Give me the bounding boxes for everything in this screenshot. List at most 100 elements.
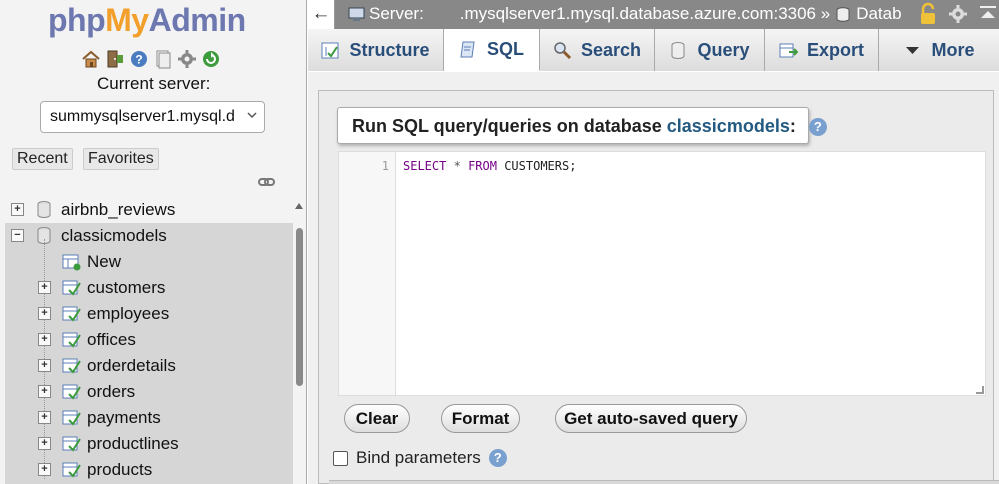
main-content: Run SQL query/queries on database classi…	[308, 72, 999, 484]
scroll-up-icon[interactable]	[295, 203, 303, 209]
settings-icon[interactable]	[176, 48, 197, 69]
phpmyadmin-logo[interactable]: phpMyAdmin	[48, 0, 246, 40]
expand-icon[interactable]: +	[38, 385, 51, 398]
export-icon	[779, 43, 798, 57]
sql-identifier: CUSTOMERS;	[504, 159, 577, 173]
exit-icon[interactable]	[104, 48, 125, 69]
breadcrumb-database-label[interactable]: Datab	[856, 4, 902, 23]
svg-text:?: ?	[135, 52, 142, 66]
tree-item-label: customers	[87, 278, 166, 297]
tree-item-orderdetails[interactable]: + orderdetails	[5, 353, 293, 379]
tree-item-label: payments	[87, 408, 161, 427]
tab-more[interactable]: More	[879, 29, 999, 71]
tree-item-payments[interactable]: + payments	[5, 405, 293, 431]
sql-operator: *	[453, 159, 461, 173]
resize-handle[interactable]	[976, 386, 984, 394]
tab-label: Query	[697, 39, 750, 60]
legend-database-link[interactable]: classicmodels	[666, 116, 790, 136]
tab-export[interactable]: Export	[765, 29, 879, 71]
bind-parameters-label[interactable]: Bind parameters	[356, 448, 481, 467]
tree-item-orders[interactable]: + orders	[5, 379, 293, 405]
server-select-value: summysqlserver1.mysql.d	[50, 108, 235, 125]
table-icon	[62, 332, 81, 348]
chevron-down-icon	[247, 112, 257, 119]
tree-item-offices[interactable]: + offices	[5, 327, 293, 353]
tree-item-employees[interactable]: + employees	[5, 301, 293, 327]
table-icon	[62, 358, 81, 374]
breadcrumb-server-label[interactable]: Server:	[369, 4, 424, 23]
tab-label: More	[931, 39, 975, 60]
scrollbar-thumb[interactable]	[296, 228, 303, 386]
options-strip	[329, 480, 999, 484]
tree-item-productlines[interactable]: + productlines	[5, 431, 293, 457]
tab-search[interactable]: Search	[540, 29, 655, 71]
tree-item-label: productlines	[87, 434, 179, 453]
nav-icon-bar: ?	[80, 48, 221, 69]
database-icon	[37, 201, 51, 218]
expand-icon[interactable]: +	[38, 359, 51, 372]
table-icon	[62, 384, 81, 400]
sql-code[interactable]: SELECT * FROM CUSTOMERS;	[403, 159, 576, 173]
sql-editor[interactable]: 1 SELECT * FROM CUSTOMERS;	[338, 151, 986, 396]
tree-item-products[interactable]: + products	[5, 457, 293, 483]
help-icon[interactable]: ?	[488, 449, 507, 467]
sql-keyword: FROM	[468, 159, 497, 173]
expand-icon[interactable]: +	[38, 411, 51, 424]
logo-admin: Admin	[148, 2, 247, 38]
expand-icon[interactable]: +	[38, 281, 51, 294]
table-icon	[62, 280, 81, 296]
settings-icon[interactable]	[947, 2, 969, 26]
tab-label: SQL	[486, 39, 524, 59]
tree-item-label: classicmodels	[61, 226, 167, 245]
tab-query[interactable]: Query	[655, 29, 765, 71]
tree-children-area	[5, 249, 293, 484]
bind-parameters-checkbox[interactable]	[333, 450, 348, 466]
expand-icon[interactable]: +	[38, 333, 51, 346]
database-icon	[836, 6, 850, 22]
tab-label: Structure	[349, 39, 430, 60]
server-icon	[348, 7, 365, 21]
expand-icon[interactable]: +	[11, 203, 24, 216]
tree-item-customers[interactable]: + customers	[5, 275, 293, 301]
logo-php: php	[48, 2, 106, 38]
expand-icon[interactable]: +	[38, 463, 51, 476]
recent-button[interactable]: Recent	[12, 148, 73, 170]
tab-sql[interactable]: SQL	[444, 29, 540, 71]
expand-icon[interactable]: +	[38, 307, 51, 320]
help-icon[interactable]: ?	[128, 48, 149, 69]
tree-item-airbnb-reviews[interactable]: + airbnb_reviews	[5, 197, 293, 223]
tree-item-label: orders	[87, 382, 136, 401]
server-select[interactable]: summysqlserver1.mysql.d	[40, 101, 265, 133]
tree-item-new[interactable]: New	[5, 249, 293, 275]
clear-button[interactable]: Clear	[344, 404, 410, 433]
format-button[interactable]: Format	[441, 404, 520, 433]
chevron-down-icon	[906, 46, 920, 54]
lock-icon[interactable]	[917, 2, 939, 26]
get-auto-saved-query-button[interactable]: Get auto-saved query	[555, 404, 747, 433]
tree-item-label: offices	[87, 330, 136, 349]
tree-scrollbar[interactable]	[294, 197, 306, 484]
expand-icon[interactable]: +	[38, 437, 51, 450]
collapse-panel-icon[interactable]	[977, 2, 999, 26]
home-icon[interactable]	[80, 48, 101, 69]
breadcrumb: Server: .mysqlserver1.mysql.database.azu…	[348, 4, 902, 24]
tree-item-classicmodels[interactable]: − classicmodels	[5, 223, 293, 249]
collapse-icon[interactable]: −	[11, 229, 24, 242]
back-arrow-icon[interactable]: ←	[308, 0, 335, 29]
query-icon	[671, 41, 685, 59]
sql-keyword: SELECT	[403, 159, 447, 173]
table-icon	[62, 436, 81, 452]
table-icon	[62, 410, 81, 426]
link-icon[interactable]	[258, 176, 275, 188]
current-server-label: Current server:	[97, 74, 211, 93]
breadcrumb-server-host[interactable]: .mysqlserver1.mysql.database.azure.com:3…	[459, 4, 831, 23]
favorites-button[interactable]: Favorites	[83, 148, 159, 170]
tree-item-label: employees	[87, 304, 170, 323]
tab-structure[interactable]: Structure	[308, 29, 444, 71]
tab-label: Search	[580, 39, 642, 60]
help-icon[interactable]: ?	[808, 118, 827, 137]
line-number: 1	[381, 159, 389, 173]
server-breadcrumb-bar: ← Server: .mysqlserver1.mysql.database.a…	[308, 0, 999, 29]
reload-icon[interactable]	[200, 48, 221, 69]
docs-icon[interactable]	[152, 48, 173, 69]
